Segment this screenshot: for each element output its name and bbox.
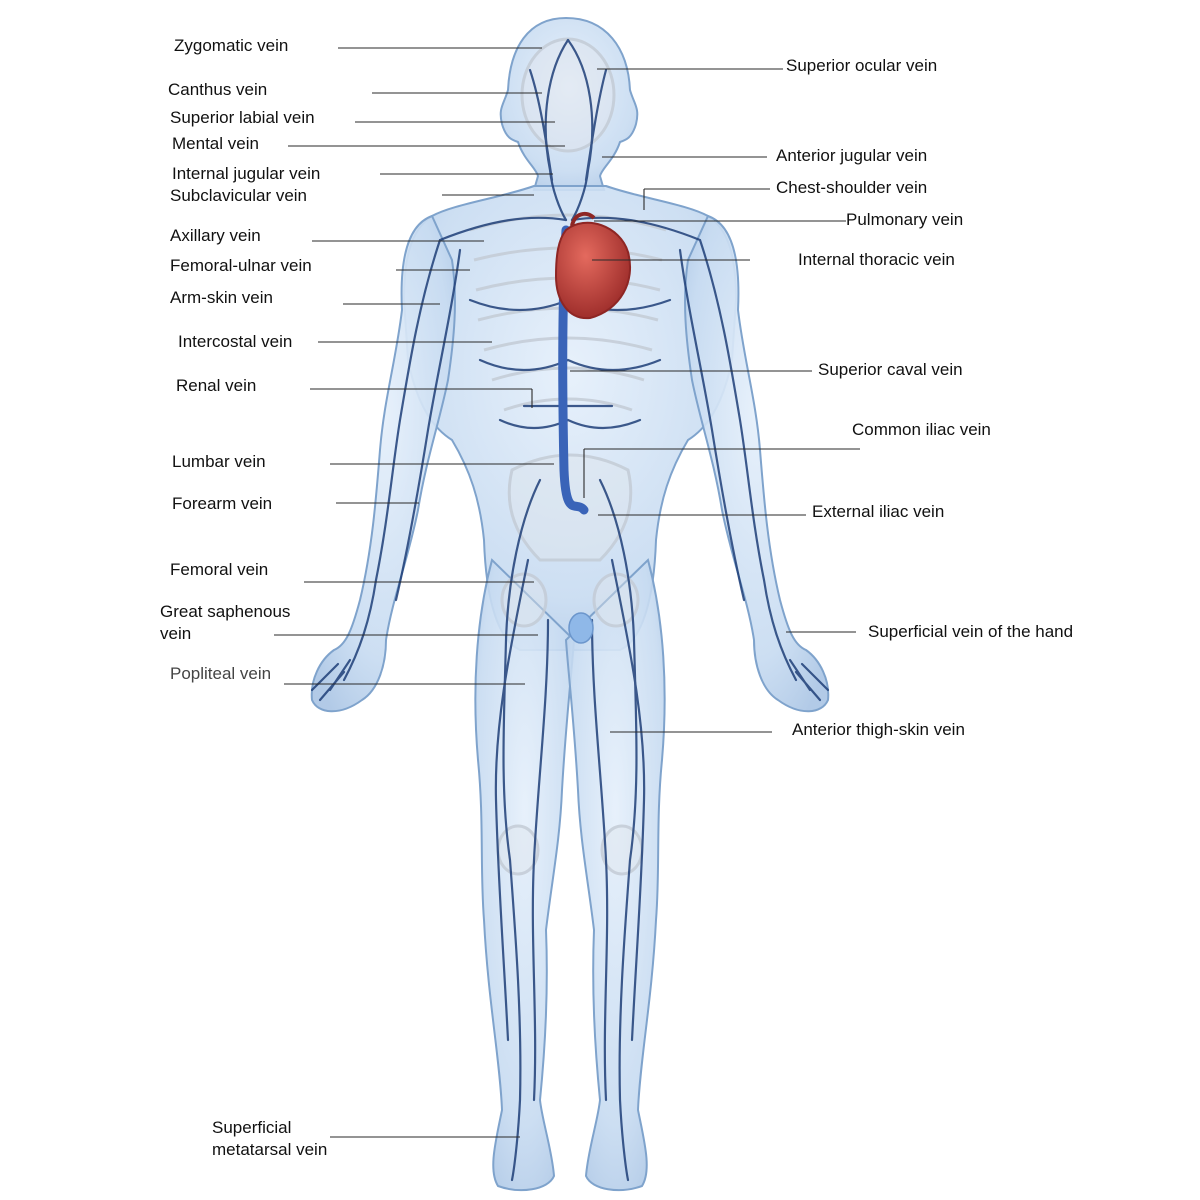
leader-lines (274, 47, 860, 1138)
label-lumbar-vein: Lumbar vein (172, 452, 266, 471)
label-arm-skin-vein: Arm-skin vein (170, 288, 273, 307)
label-superior-ocular-vein: Superior ocular vein (786, 56, 938, 75)
label-chest-shoulder-vein: Chest-shoulder vein (776, 178, 928, 197)
label-great-saphenous-vein: Great saphenous vein (160, 601, 290, 645)
label-axillary-vein: Axillary vein (170, 226, 261, 245)
label-renal-vein: Renal vein (176, 376, 257, 395)
label-external-iliac-vein: External iliac vein (812, 502, 945, 521)
label-forearm-vein: Forearm vein (172, 494, 273, 513)
label-mental-vein: Mental vein (172, 134, 259, 153)
label-canthus-vein: Canthus vein (168, 80, 268, 99)
left-leg (474, 558, 576, 1192)
label-internal-jugular-vein: Internal jugular vein (172, 164, 321, 183)
label-femoral-vein: Femoral vein (170, 560, 269, 579)
label-zygomatic-vein: Zygomatic vein (174, 36, 289, 55)
label-superior-labial-vein: Superior labial vein (170, 108, 315, 127)
right-arm (684, 214, 830, 713)
body-silhouette (310, 16, 830, 1192)
vein-network (310, 38, 830, 1182)
label-femoral-ulnar-vein: Femoral-ulnar vein (170, 256, 312, 275)
label-common-iliac-vein: Common iliac vein (852, 420, 991, 439)
label-popliteal-vein: Popliteal vein (170, 664, 272, 683)
label-internal-thoracic-vein: Internal thoracic vein (798, 250, 955, 269)
label-superficial-vein-of-the-hand: Superficial vein of the hand (868, 622, 1074, 641)
label-superficial-metatarsal-line-2: metatarsal vein (212, 1140, 328, 1159)
label-anterior-jugular-vein: Anterior jugular vein (776, 146, 928, 165)
label-great-saphenous-line-1: Great saphenous (160, 602, 291, 621)
label-intercostal-vein: Intercostal vein (178, 332, 293, 351)
right-leg (564, 558, 666, 1192)
heart (554, 211, 631, 320)
bladder (568, 612, 594, 644)
label-superficial-metatarsal-vein: Superficial metatarsal vein (212, 1117, 327, 1161)
label-subclavicular-vein: Subclavicular vein (170, 186, 308, 205)
label-superior-caval-vein: Superior caval vein (818, 360, 963, 379)
label-great-saphenous-line-2: vein (160, 624, 192, 643)
label-anterior-thigh-skin-vein: Anterior thigh-skin vein (792, 720, 965, 739)
label-pulmonary-vein: Pulmonary vein (846, 210, 964, 229)
label-superficial-metatarsal-line-1: Superficial (212, 1118, 292, 1137)
